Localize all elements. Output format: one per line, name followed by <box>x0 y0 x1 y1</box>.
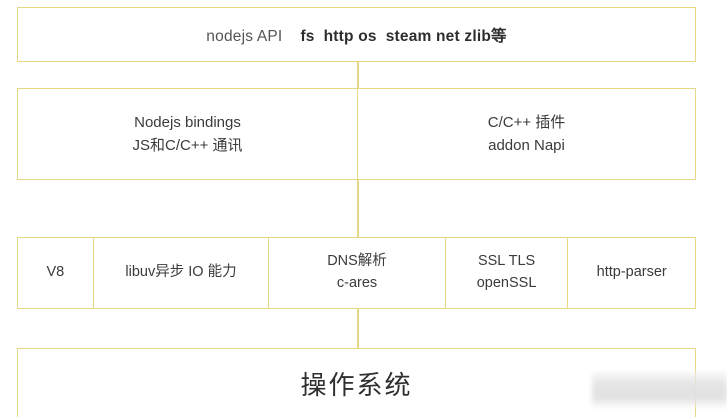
cell-v8-line1: V8 <box>46 264 65 281</box>
connector-bindings-to-dependencies <box>357 180 359 237</box>
nodejs-api-text: nodejs API fs http os steam net zlib等 <box>206 24 506 46</box>
layer-box-dependencies: V8 libuv异步 IO 能力 DNS解析 c-ares SSL TLS op… <box>17 237 696 309</box>
cell-nodejs-bindings: Nodejs bindings JS和C/C++ 通讯 <box>18 89 357 179</box>
cell-cpp-addon-line2: addon Napi <box>488 137 565 154</box>
operating-system-label: 操作系统 <box>300 369 413 400</box>
layer-box-operating-system: 操作系统 <box>17 348 696 417</box>
connector-api-to-bindings <box>357 62 359 88</box>
cell-nodejs-bindings-line1: Nodejs bindings <box>134 113 241 131</box>
cell-v8: V8 <box>18 238 93 308</box>
nodejs-api-modules: fs http os steam net zlib等 <box>300 27 507 45</box>
cell-dns-cares: DNS解析 c-ares <box>268 238 444 308</box>
cell-libuv-line1: libuv异步 IO 能力 <box>125 264 237 281</box>
cell-dns-cares-line1: DNS解析 <box>327 253 387 270</box>
cell-nodejs-bindings-line2: JS和C/C++ 通讯 <box>132 137 243 154</box>
nodejs-api-label: nodejs API <box>206 27 283 45</box>
cell-ssl-tls: SSL TLS openSSL <box>444 238 568 308</box>
cell-http-parser: http-parser <box>567 238 695 308</box>
connector-dependencies-to-os <box>357 309 359 348</box>
nodejs-api-gap <box>282 28 300 45</box>
cell-cpp-addon: C/C++ 插件 addon Napi <box>357 89 695 179</box>
cell-libuv: libuv异步 IO 能力 <box>92 238 268 308</box>
layer-box-nodejs-api: nodejs API fs http os steam net zlib等 <box>17 7 696 62</box>
cell-dns-cares-line2: c-ares <box>336 275 378 291</box>
layer-box-bindings: Nodejs bindings JS和C/C++ 通讯 C/C++ 插件 add… <box>17 88 696 180</box>
cell-http-parser-line1: http-parser <box>596 264 667 281</box>
cell-cpp-addon-line1: C/C++ 插件 <box>487 113 566 131</box>
cell-ssl-tls-line2: openSSL <box>476 275 537 291</box>
cell-ssl-tls-line1: SSL TLS <box>477 253 536 270</box>
